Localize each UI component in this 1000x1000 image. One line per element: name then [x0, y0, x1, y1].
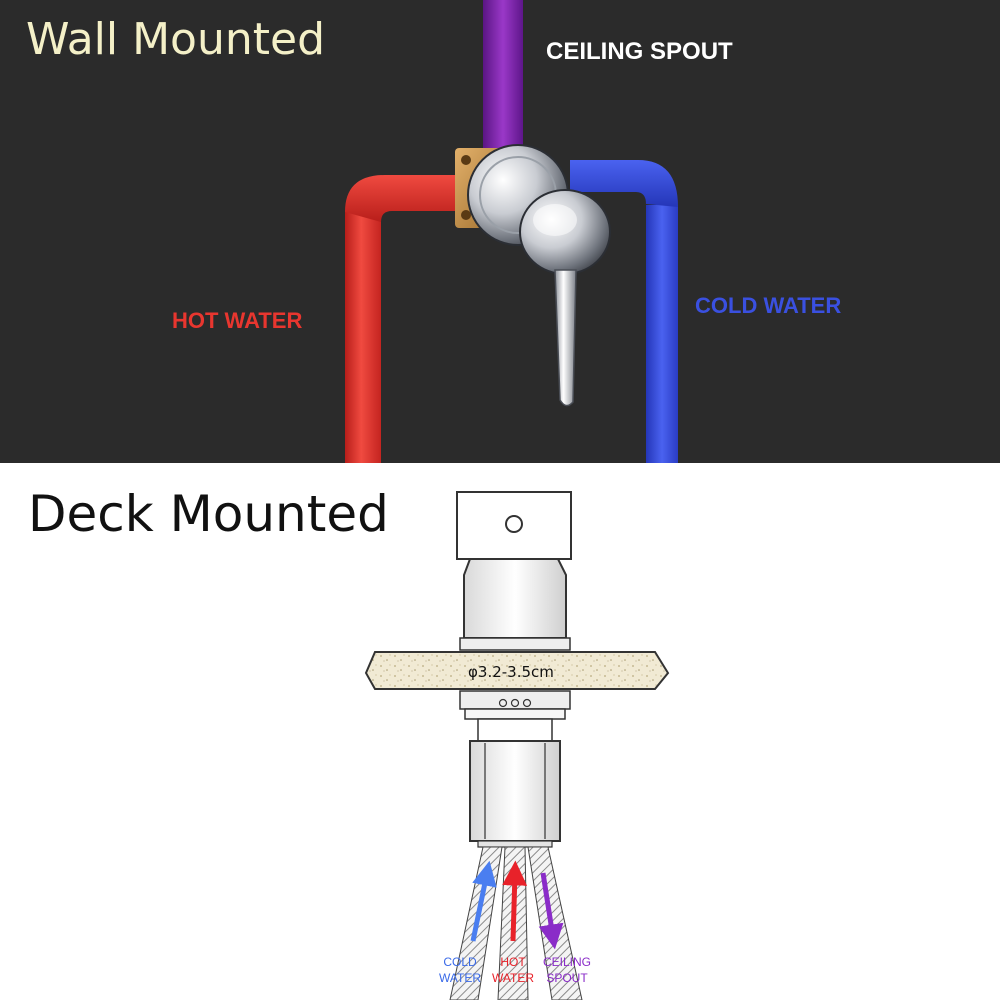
wall-mounted-panel: Wall Mounted CEILING SPOUT HOT WATER COL…	[0, 0, 1000, 463]
cold-water-label: COLD WATER	[695, 293, 842, 318]
faucet-body	[459, 558, 571, 651]
ceiling-spout-label: CEILING SPOUT	[546, 38, 733, 65]
deck-mounted-illustration	[364, 491, 670, 1000]
wall-mounted-illustration	[345, 0, 678, 463]
hot-water-pipe	[345, 175, 470, 463]
cold-water-pipe	[570, 160, 678, 463]
countertop-slab	[364, 651, 670, 690]
deck-mounted-title: Deck Mounted	[28, 485, 389, 543]
cold-water-arrow	[470, 860, 497, 942]
hot-water-label: HOT WATER	[172, 308, 303, 333]
ceiling-spout-arrow	[538, 872, 564, 950]
chrome-mixer-valve	[467, 144, 611, 407]
connector-housing	[469, 740, 561, 848]
ceiling-spout-pipe	[483, 0, 523, 158]
mounting-nut	[459, 690, 571, 742]
faucet-handle	[456, 491, 572, 560]
hole-dimension-label: φ3.2-3.5cm	[468, 663, 554, 681]
wall-mounted-title: Wall Mounted	[26, 14, 325, 65]
hot-water-arrow	[502, 860, 528, 942]
mixer-lever	[554, 269, 577, 407]
